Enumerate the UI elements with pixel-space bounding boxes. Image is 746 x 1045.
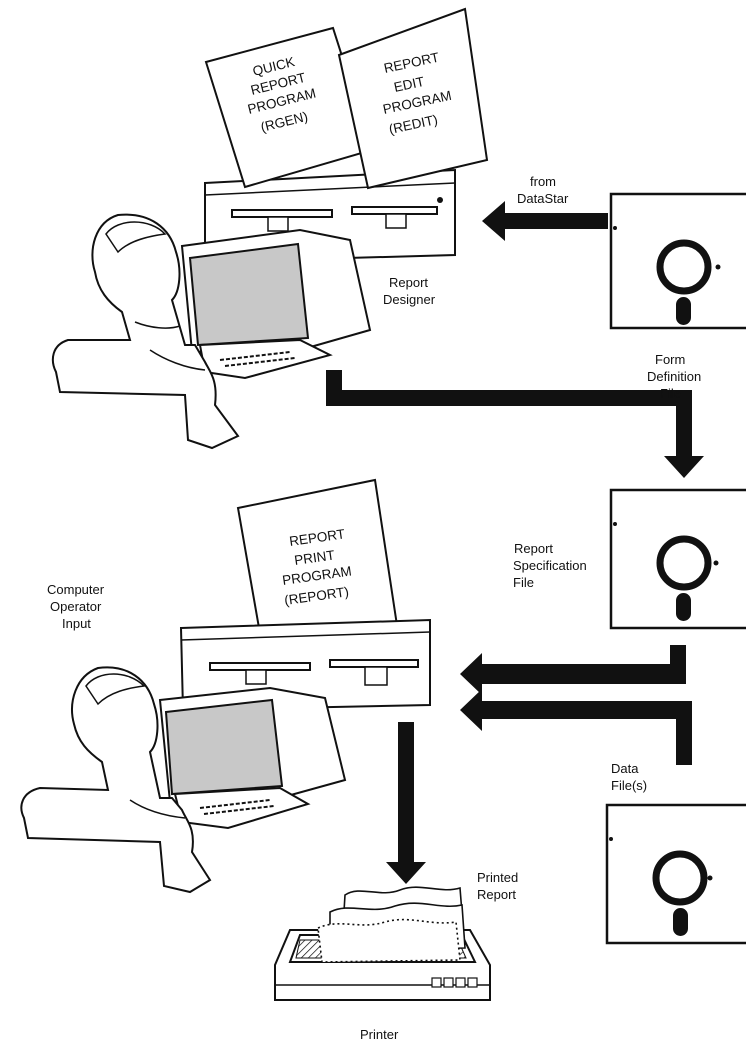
report-spec-line-2: Specification — [513, 558, 587, 573]
drive-to-printer-arrow-icon — [386, 722, 426, 884]
data-to-drive-arrow-icon — [460, 689, 692, 765]
spec-file-flow-arrow-icon — [326, 370, 704, 478]
form-definition-line-2: Definition — [647, 369, 701, 384]
from-label-line-1: from — [530, 174, 556, 189]
printed-report-line-2: Report — [477, 887, 516, 902]
report-program-card: REPORT PRINT PROGRAM (REPORT) — [238, 480, 398, 645]
printed-report-line-1: Printed — [477, 870, 518, 885]
printed-report-paper-icon — [318, 887, 465, 962]
printer-label: Printer — [360, 1027, 399, 1042]
report-specification-disk-icon — [611, 490, 746, 628]
spec-arrow-lower-band — [326, 390, 692, 456]
report-designer-line-1: Report — [389, 275, 428, 290]
data-file-disk-icon — [607, 805, 746, 943]
form-definition-line-3: File — [660, 386, 681, 401]
spec-to-drive-arrow-icon — [460, 645, 686, 695]
bottom-computer-terminal-icon — [160, 688, 345, 828]
report-spec-line-3: File — [513, 575, 534, 590]
data-files-line-1: Data — [611, 761, 639, 776]
from-label-line-2: DataStar — [517, 191, 569, 206]
top-computer-terminal-icon — [182, 230, 370, 378]
from-datastar-arrow-icon — [482, 201, 608, 241]
operator-input-line-3: Input — [62, 616, 91, 631]
form-definition-disk-icon — [611, 194, 746, 328]
operator-input-line-2: Operator — [50, 599, 102, 614]
operator-input-line-1: Computer — [47, 582, 105, 597]
form-definition-line-1: Form — [655, 352, 685, 367]
redit-program-card: REPORT EDIT PROGRAM (REDIT) — [339, 9, 487, 188]
data-files-line-2: File(s) — [611, 778, 647, 793]
report-spec-line-1: Report — [514, 541, 553, 556]
report-designer-line-2: Designer — [383, 292, 436, 307]
